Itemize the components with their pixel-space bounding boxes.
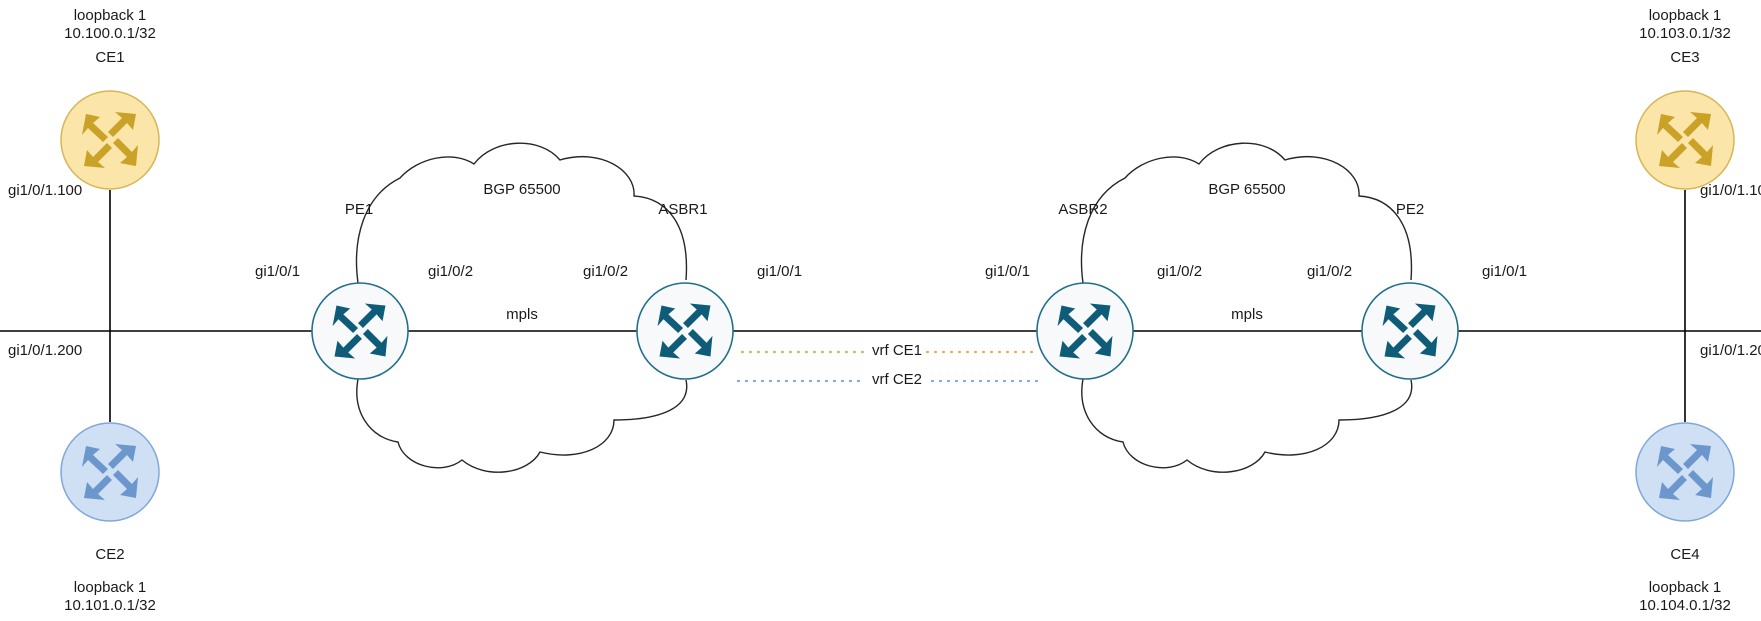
node-asbr2[interactable] <box>1036 282 1134 380</box>
node-pe2[interactable] <box>1361 282 1459 380</box>
pe1-left-interface: gi1/0/1 <box>255 263 301 280</box>
pe2-label: PE2 <box>1395 201 1425 218</box>
router-arrows-icon <box>82 444 138 500</box>
pe1-label: PE1 <box>344 201 374 218</box>
ce3-loopback-title: loopback 1 <box>1648 7 1722 24</box>
asbr2-left-interface: gi1/0/1 <box>985 263 1031 280</box>
cloud-right-bgp-mpls <box>1080 142 1413 284</box>
asbr2-right-interface: gi1/0/2 <box>1157 263 1203 280</box>
router-arrows-icon <box>1657 112 1713 168</box>
asbr1-left-interface: gi1/0/2 <box>583 263 629 280</box>
node-ce3[interactable] <box>1635 90 1735 190</box>
left-cloud-mpls-label: mpls <box>506 306 538 323</box>
pe1-right-interface: gi1/0/2 <box>428 263 474 280</box>
ce1-loopback-addr: 10.100.0.1/32 <box>64 25 156 42</box>
router-arrows-icon <box>82 112 138 168</box>
vrf-ce2-label: vrf CE2 <box>871 371 923 388</box>
vrf-ce1-label: vrf CE1 <box>871 342 923 359</box>
ce2-circle <box>60 422 160 522</box>
ce3-label: CE3 <box>1670 49 1700 66</box>
ce4-interface-label: gi1/0/1.200 <box>1700 342 1761 359</box>
ce3-loopback-addr: 10.103.0.1/32 <box>1639 25 1731 42</box>
right-cloud-bgp-label: BGP 65500 <box>1208 181 1286 198</box>
ce3-circle <box>1635 90 1735 190</box>
router-arrows-icon <box>1057 303 1113 359</box>
left-cloud-bgp-label: BGP 65500 <box>483 181 561 198</box>
ce1-label: CE1 <box>95 49 125 66</box>
node-ce1[interactable] <box>60 90 160 190</box>
ce4-loopback-addr: 10.104.0.1/32 <box>1639 597 1731 614</box>
asbr2-label: ASBR2 <box>1058 201 1108 218</box>
node-ce2[interactable] <box>60 422 160 522</box>
node-pe1[interactable] <box>311 282 409 380</box>
ce4-label: CE4 <box>1670 546 1700 563</box>
ce3-interface-label: gi1/0/1.100 <box>1700 182 1761 199</box>
ce2-loopback-addr: 10.101.0.1/32 <box>64 597 156 614</box>
pe2-circle <box>1361 282 1459 380</box>
ce1-circle <box>60 90 160 190</box>
ce4-loopback-title: loopback 1 <box>1648 579 1722 596</box>
router-arrows-icon <box>1382 303 1438 359</box>
node-ce4[interactable] <box>1635 422 1735 522</box>
ce2-interface-label: gi1/0/1.200 <box>8 342 83 359</box>
asbr2-circle <box>1036 282 1134 380</box>
cloud-left-bottom <box>356 378 688 473</box>
ce2-loopback-title: loopback 1 <box>73 579 147 596</box>
pe2-left-interface: gi1/0/2 <box>1307 263 1353 280</box>
pe2-right-interface: gi1/0/1 <box>1482 263 1528 280</box>
cloud-right-bottom <box>1081 378 1413 473</box>
ce1-loopback-title: loopback 1 <box>73 7 147 24</box>
pe1-circle <box>311 282 409 380</box>
router-arrows-icon <box>657 303 713 359</box>
cloud-left-bgp-mpls <box>355 142 688 284</box>
asbr1-circle <box>636 282 734 380</box>
node-asbr1[interactable] <box>636 282 734 380</box>
ce2-label: CE2 <box>95 546 125 563</box>
asbr1-right-interface: gi1/0/1 <box>757 263 803 280</box>
ce4-circle <box>1635 422 1735 522</box>
right-cloud-mpls-label: mpls <box>1231 306 1263 323</box>
asbr1-label: ASBR1 <box>658 201 708 218</box>
ce1-interface-label: gi1/0/1.100 <box>8 182 83 199</box>
router-arrows-icon <box>1657 444 1713 500</box>
router-arrows-icon <box>332 303 388 359</box>
